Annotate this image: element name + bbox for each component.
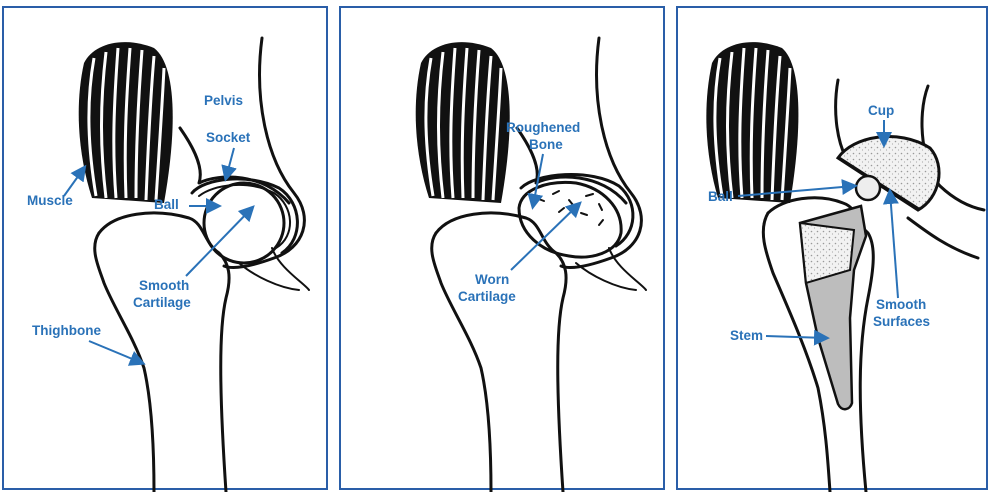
arthritic-hip-illustration: Roughened Bone Worn Cartilage — [341, 8, 667, 492]
pelvis-outline — [224, 38, 304, 268]
arrow-muscle — [64, 168, 84, 196]
thighbone-drawing — [436, 213, 566, 492]
label-stem: Stem — [730, 328, 763, 343]
muscle-drawing — [416, 42, 510, 203]
label-ball: Ball — [708, 189, 733, 204]
label-roughened: Roughened — [506, 120, 580, 135]
label-worn-cartilage: Cartilage — [458, 289, 516, 304]
arrow-worn-cartilage — [511, 204, 579, 270]
label-smooth: Smooth — [876, 297, 926, 312]
panel-arthritic-hip: Roughened Bone Worn Cartilage — [339, 6, 665, 490]
label-socket: Socket — [206, 130, 251, 145]
label-pelvis: Pelvis — [204, 93, 243, 108]
cup-implant — [838, 137, 939, 210]
label-cup: Cup — [868, 103, 894, 118]
panel-hip-replacement: Cup Ball Stem Smooth Surfaces — [676, 6, 988, 490]
label-smooth: Smooth — [139, 278, 189, 293]
rough-ball-drawing — [519, 182, 621, 257]
label-worn: Worn — [475, 272, 509, 287]
label-bone: Bone — [529, 137, 563, 152]
label-ball: Ball — [154, 197, 179, 212]
muscle-drawing — [706, 42, 798, 203]
label-surfaces: Surfaces — [873, 314, 930, 329]
hip-replacement-illustration: Cup Ball Stem Smooth Surfaces — [678, 8, 990, 492]
label-cartilage: Cartilage — [133, 295, 191, 310]
panel-normal-hip: Muscle Ball Pelvis Socket Smooth Cartila… — [2, 6, 328, 490]
arrow-smooth-surfaces — [890, 192, 898, 298]
roughened-bone-marks — [536, 191, 603, 225]
ball-implant — [856, 176, 880, 200]
pelvis-outline — [836, 80, 846, 158]
label-muscle: Muscle — [27, 193, 73, 208]
arrow-socket — [226, 148, 234, 178]
muscle-drawing — [79, 42, 173, 203]
normal-hip-illustration: Muscle Ball Pelvis Socket Smooth Cartila… — [4, 8, 330, 492]
label-thighbone: Thighbone — [32, 323, 101, 338]
